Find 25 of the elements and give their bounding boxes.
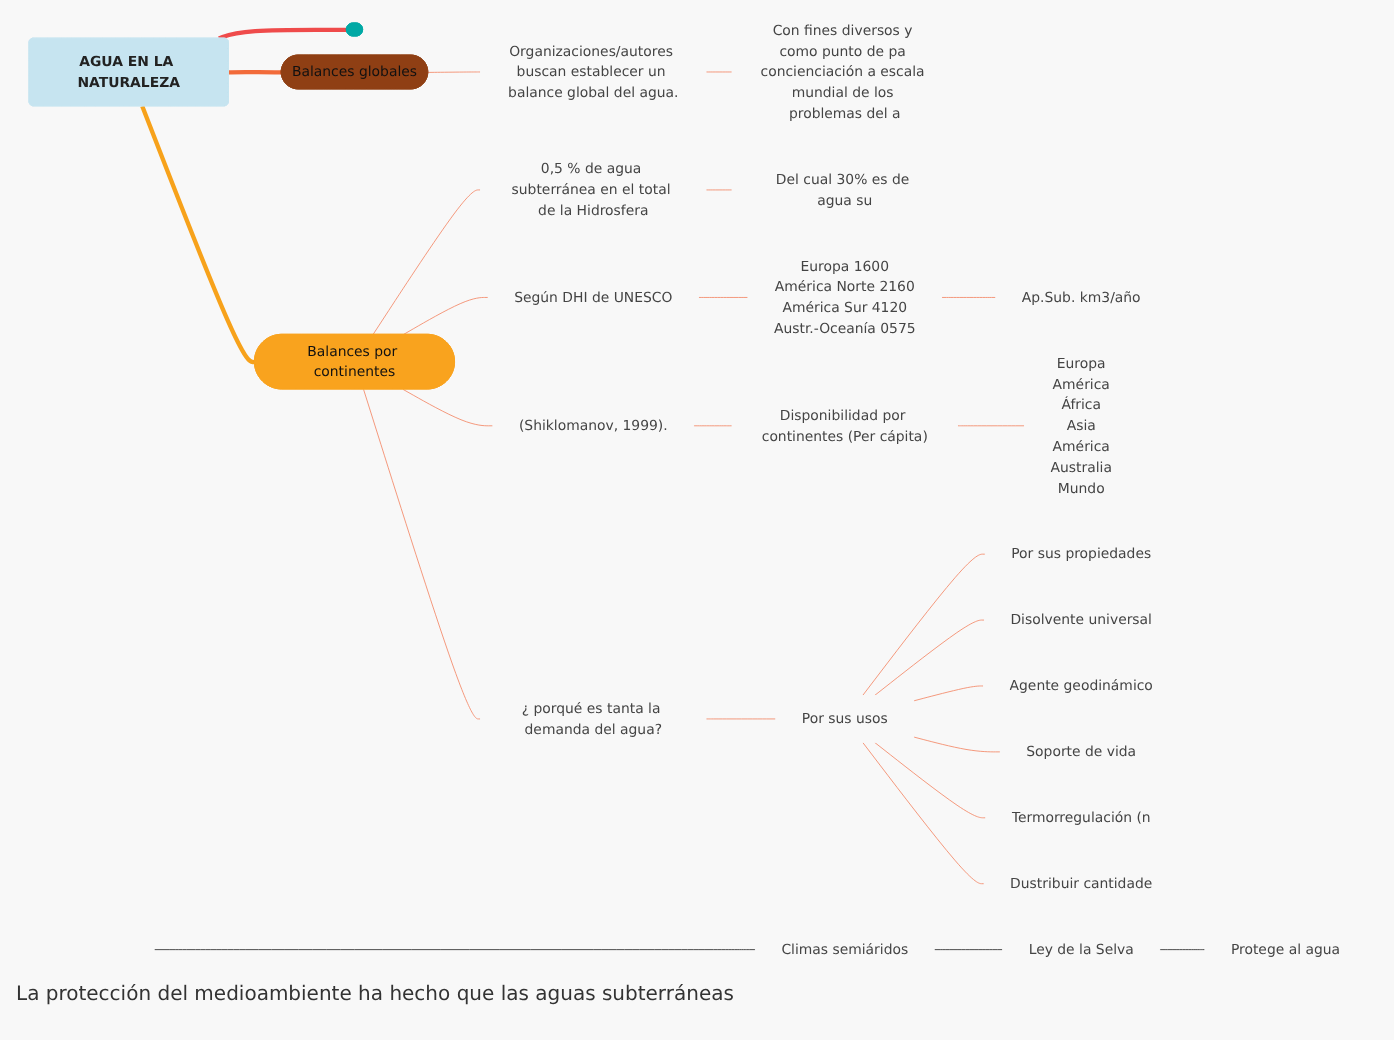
connector <box>427 71 481 73</box>
connector <box>1158 949 1205 951</box>
connector <box>705 71 732 73</box>
note-text: La protección del medioambiente ha hecho que las aguas subterráneas <box>16 984 736 1006</box>
connector <box>705 718 776 720</box>
connector <box>873 741 986 819</box>
connector <box>940 297 996 298</box>
connector <box>697 297 748 298</box>
connector <box>933 949 1003 951</box>
connector <box>402 297 489 336</box>
connector <box>861 741 985 885</box>
connector <box>861 553 986 696</box>
connector <box>692 425 732 427</box>
connector <box>873 619 985 696</box>
connector <box>705 189 732 191</box>
connector <box>217 27 347 41</box>
connector <box>956 425 1025 427</box>
connector <box>912 736 1001 753</box>
connector <box>228 69 282 75</box>
connector <box>371 189 481 336</box>
connector <box>139 105 255 365</box>
connector <box>362 388 481 720</box>
connector <box>402 388 493 427</box>
connector <box>912 685 984 702</box>
connector <box>153 949 756 951</box>
